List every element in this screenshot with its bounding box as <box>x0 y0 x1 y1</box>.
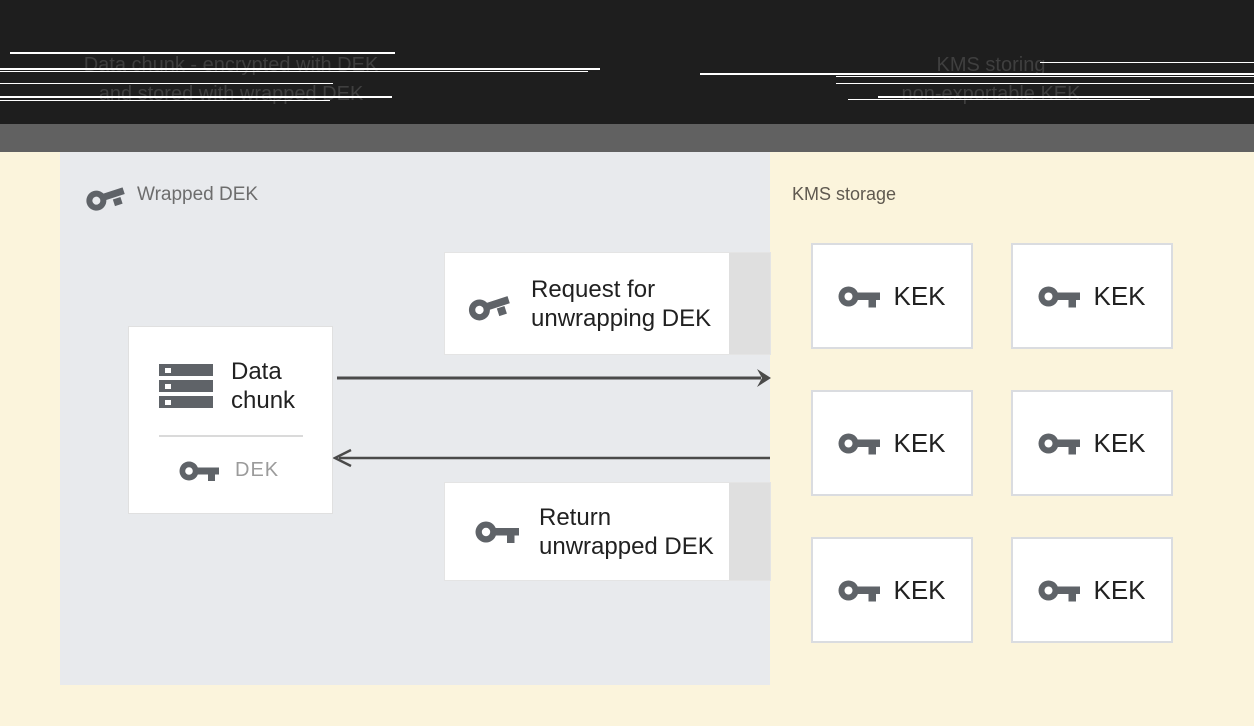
redaction-line <box>836 83 1254 84</box>
key-icon <box>838 286 881 307</box>
left-caption-line1: Data chunk - encrypted with DEK <box>83 54 379 76</box>
key-icon <box>475 521 519 543</box>
data-chunk-title-line1: Data <box>231 358 282 385</box>
kms-storage-label: KMS storage <box>792 184 897 204</box>
return-unwrapped-box: Return unwrapped DEK <box>444 482 771 581</box>
storage-stack-icon <box>159 364 213 408</box>
request-line2: unwrapping DEK <box>531 304 712 332</box>
redaction-line <box>0 96 392 98</box>
top-caption-banner: Data chunk - encrypted with DEK and stor… <box>0 0 1254 124</box>
key-icon <box>1038 433 1081 454</box>
dek-label: DEK <box>235 459 280 481</box>
return-unwrapped-text: Return unwrapped DEK <box>539 503 714 561</box>
right-caption: KMS storing non-exportable KEK <box>836 51 1146 109</box>
left-caption: Data chunk - encrypted with DEK and stor… <box>66 51 396 109</box>
key-icon <box>838 433 881 454</box>
kek-box: KEK <box>1011 537 1173 643</box>
kek-box: KEK <box>811 537 973 643</box>
dek-row: DEK <box>179 459 279 482</box>
request-unwrap-text: Request for unwrapping DEK <box>531 275 711 333</box>
kek-label: KEK <box>893 427 946 458</box>
kek-box: KEK <box>811 243 973 349</box>
redaction-line <box>700 73 1254 75</box>
redaction-line <box>0 83 333 84</box>
data-chunk-title-line2: chunk <box>231 387 296 414</box>
kek-label: KEK <box>893 280 946 311</box>
redaction-line <box>0 71 588 72</box>
wrapped-dek-label: Wrapped DEK <box>137 184 259 205</box>
return-line1: Return <box>539 503 612 531</box>
right-caption-line1: KMS storing <box>936 54 1046 76</box>
redaction-line <box>848 99 1150 100</box>
data-chunk-row: Data chunk <box>159 357 295 415</box>
data-chunk-box: Data chunk DEK <box>128 326 333 514</box>
request-unwrap-box: Request for unwrapping DEK <box>444 252 771 355</box>
kek-label: KEK <box>1093 427 1146 458</box>
request-line1: Request for <box>531 275 656 303</box>
box-edge-strip <box>729 253 770 354</box>
key-icon <box>838 580 881 601</box>
kek-box: KEK <box>1011 243 1173 349</box>
redaction-line <box>0 100 330 101</box>
key-icon <box>1038 286 1081 307</box>
key-icon <box>86 187 125 211</box>
kek-box: KEK <box>1011 390 1173 496</box>
redaction-line <box>0 68 600 70</box>
key-icon <box>1038 580 1081 601</box>
return-arrow <box>333 448 770 468</box>
left-caption-line2: and stored with wrapped DEK <box>98 83 364 105</box>
return-line2: unwrapped DEK <box>539 532 714 560</box>
key-icon <box>179 461 219 481</box>
kek-label: KEK <box>893 574 946 605</box>
data-chunk-title: Data chunk <box>231 357 295 415</box>
redaction-line <box>1040 62 1254 63</box>
key-icon <box>468 295 510 320</box>
request-arrow <box>337 369 771 387</box>
return-unwrapped-content: Return unwrapped DEK <box>475 483 714 580</box>
redaction-line <box>878 96 1254 98</box>
right-caption-line2: non-exportable KEK <box>901 83 1081 105</box>
divider-bar <box>0 124 1254 152</box>
wrapped-dek-header: Wrapped DEK <box>83 176 258 214</box>
kek-label: KEK <box>1093 574 1146 605</box>
kek-label: KEK <box>1093 280 1146 311</box>
request-unwrap-content: Request for unwrapping DEK <box>465 253 711 354</box>
kek-box: KEK <box>811 390 973 496</box>
redaction-line <box>10 52 395 54</box>
divider <box>159 435 303 437</box>
redaction-line <box>836 76 1254 77</box>
box-edge-strip <box>729 483 770 580</box>
